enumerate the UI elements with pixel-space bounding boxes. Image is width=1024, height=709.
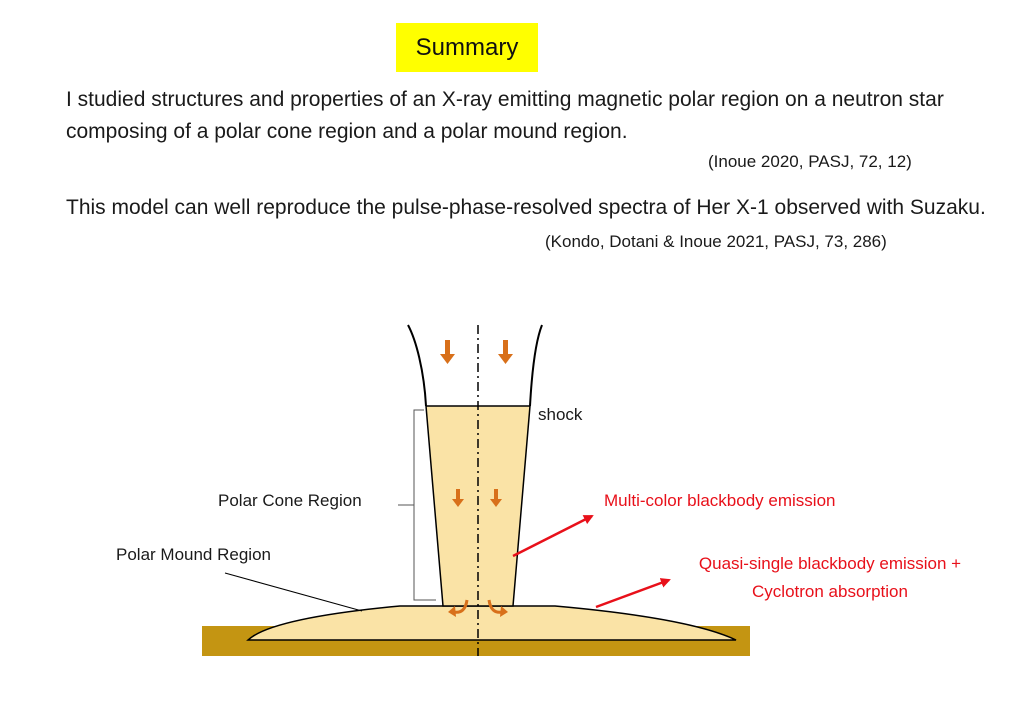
cone-flow-arrow-left bbox=[452, 489, 464, 507]
citation-inoue-2020: (Inoue 2020, PASJ, 72, 12) bbox=[708, 152, 912, 171]
cone-flow-arrow-right bbox=[490, 489, 502, 507]
polar-mound-label: Polar Mound Region bbox=[116, 545, 271, 564]
multicolor-emission-label: Multi-color blackbody emission bbox=[604, 491, 836, 510]
inflow-arrow-right bbox=[498, 340, 513, 364]
quasi-single-emission-arrow bbox=[595, 578, 671, 609]
funnel-right-wall bbox=[529, 324, 543, 407]
shock-label: shock bbox=[538, 405, 583, 424]
multicolor-emission-arrow bbox=[512, 514, 594, 558]
quasi-single-emission-label: Quasi-single blackbody emission + bbox=[698, 554, 962, 573]
polar-mound-leader bbox=[224, 572, 363, 612]
cyclotron-absorption-label: Cyclotron absorption bbox=[752, 582, 908, 601]
summary-title: Summary bbox=[396, 23, 538, 72]
polar-cone-label: Polar Cone Region bbox=[218, 491, 362, 510]
citation-kondo-2021: (Kondo, Dotani & Inoue 2021, PASJ, 73, 2… bbox=[545, 232, 887, 251]
inflow-arrow-left bbox=[440, 340, 455, 364]
funnel-left-wall bbox=[407, 324, 427, 407]
polar-mound bbox=[246, 605, 737, 641]
paragraph-polar-region: I studied structures and properties of a… bbox=[66, 88, 944, 143]
polar-cone bbox=[425, 405, 531, 607]
base-flow-arrow-right bbox=[487, 599, 508, 617]
paragraph-model-reproduction: This model can well reproduce the pulse-… bbox=[66, 196, 986, 219]
base-flow-arrow-left bbox=[448, 599, 469, 617]
